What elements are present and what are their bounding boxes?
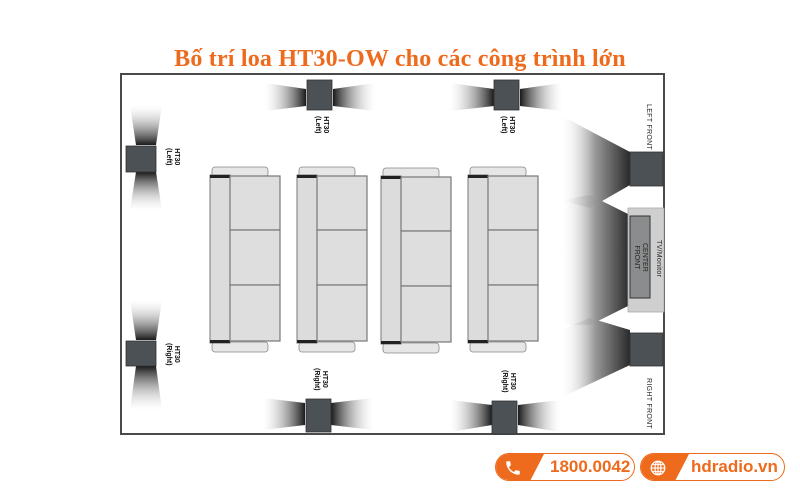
speaker-right-front — [629, 332, 664, 367]
label-bottom-right-2: HT30(Right) — [501, 370, 516, 393]
phone-icon — [506, 461, 520, 475]
speaker-top-left-2 — [450, 79, 562, 111]
speaker-bottom-right-1 — [263, 398, 373, 433]
sofa-3 — [380, 167, 452, 354]
label-side-right: HT30(Right) — [165, 343, 180, 366]
label-top-left-1: HT30(Left) — [314, 116, 329, 134]
website-url: hdradio.vn — [691, 457, 778, 476]
phone-number: 1800.0042 — [550, 457, 631, 476]
label-left-front: LEFT FRONT — [645, 104, 652, 151]
phone-badge[interactable]: 1800.0042 — [495, 453, 635, 481]
sofa-1 — [209, 166, 281, 353]
speaker-top-left-1 — [265, 79, 375, 111]
speaker-side-left — [125, 105, 162, 210]
sofa-2 — [296, 166, 368, 353]
label-top-left-2: HT30(Left) — [500, 116, 515, 134]
globe-icon — [650, 460, 666, 476]
label-side-left: HT30(Left) — [165, 148, 180, 166]
sofa-4 — [467, 166, 539, 353]
diagram-title: Bố trí loa HT30-OW cho các công trình lớ… — [174, 46, 626, 72]
label-right-front: RIGHT FRONT — [645, 378, 652, 430]
speaker-left-front — [629, 151, 664, 187]
website-badge[interactable]: hdradio.vn — [640, 453, 785, 481]
speaker-side-right — [125, 300, 162, 410]
speaker-bottom-right-2 — [450, 400, 560, 435]
tv-monitor — [627, 207, 665, 313]
label-bottom-right-1: HT30(Right) — [313, 368, 328, 391]
front-cones — [560, 115, 630, 398]
label-tv-monitor: TV/Monitor — [655, 240, 662, 278]
